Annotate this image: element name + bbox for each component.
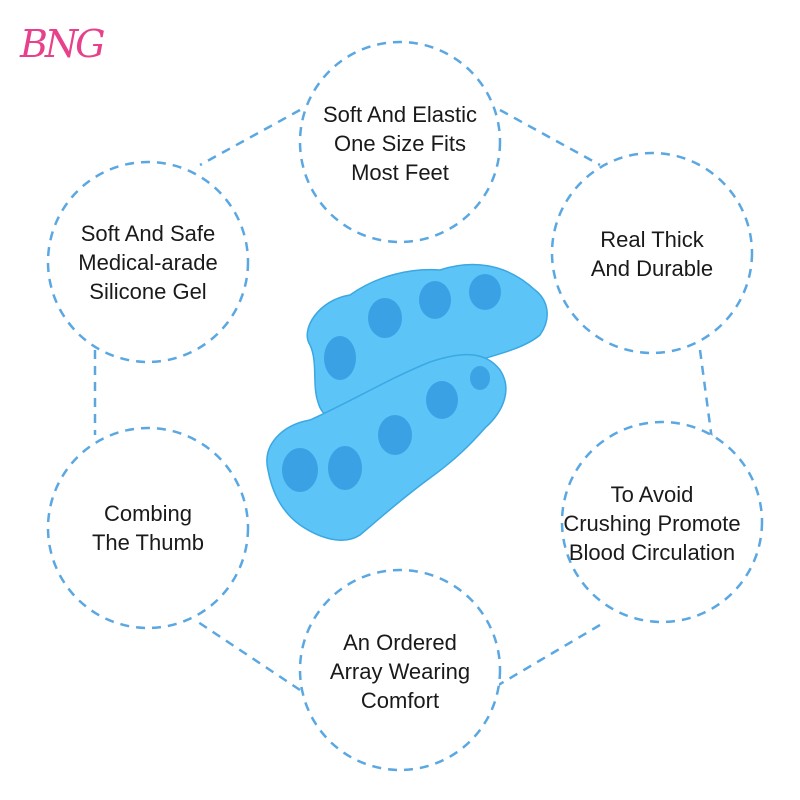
front-slot-1 <box>282 448 318 492</box>
feature-line: Most Feet <box>351 160 449 185</box>
brand-logo-text: BNG <box>20 22 106 66</box>
feature-circle-lower-right <box>560 420 764 624</box>
feature-line: Medical-arade <box>78 250 218 275</box>
connector-lines <box>93 108 714 692</box>
feature-circle-top <box>298 40 502 244</box>
feature-line: The Thumb <box>91 530 205 555</box>
front-slot-3 <box>378 415 412 455</box>
feature-line: Combing <box>103 501 193 526</box>
feature-line: Crushing Promote <box>563 511 741 536</box>
feature-text-lower-left: Combing The Thumb <box>48 499 248 557</box>
feature-circle-lower-left <box>46 426 250 630</box>
brand-logo: BNG <box>20 22 106 72</box>
back-slot-1 <box>324 336 356 380</box>
back-slot-2 <box>368 298 402 338</box>
feature-circle-upper-right <box>550 151 754 355</box>
feature-text-upper-right: Real Thick And Durable <box>552 225 752 283</box>
feature-line: One Size Fits <box>333 131 467 156</box>
feature-line: An Ordered <box>343 630 457 655</box>
feature-line: Comfort <box>360 688 440 713</box>
feature-line: Soft And Safe <box>80 221 216 246</box>
connector-top-upperright <box>499 108 601 167</box>
feature-line: Silicone Gel <box>89 279 207 304</box>
feature-text-bottom: An Ordered Array Wearing Comfort <box>300 628 500 715</box>
back-slot-4 <box>469 274 501 310</box>
feature-text-top: Soft And Elastic One Size Fits Most Feet <box>300 100 500 187</box>
feature-line: Soft And Elastic <box>322 102 478 127</box>
feature-line: Blood Circulation <box>568 540 736 565</box>
connector-bottom-lowerleft <box>194 618 301 692</box>
front-slot-4 <box>426 381 458 419</box>
feature-line: To Avoid <box>610 482 694 507</box>
feature-line: Array Wearing <box>329 659 471 684</box>
back-slot-3 <box>419 281 451 319</box>
toe-separator-icon <box>266 263 548 541</box>
feature-line: Real Thick <box>600 227 704 252</box>
feature-circle-bottom <box>298 568 502 772</box>
front-slot-5 <box>470 366 490 390</box>
connector-top-upperleft <box>199 108 301 167</box>
feature-line: And Durable <box>590 256 714 281</box>
connector-upperright-lowerright <box>698 349 714 441</box>
feature-text-lower-right: To Avoid Crushing Promote Blood Circulat… <box>552 480 752 567</box>
front-slot-2 <box>328 446 362 490</box>
feature-circle-upper-left <box>46 160 250 364</box>
connector-lowerright-bottom <box>489 623 601 692</box>
feature-text-upper-left: Soft And Safe Medical-arade Silicone Gel <box>48 219 248 306</box>
